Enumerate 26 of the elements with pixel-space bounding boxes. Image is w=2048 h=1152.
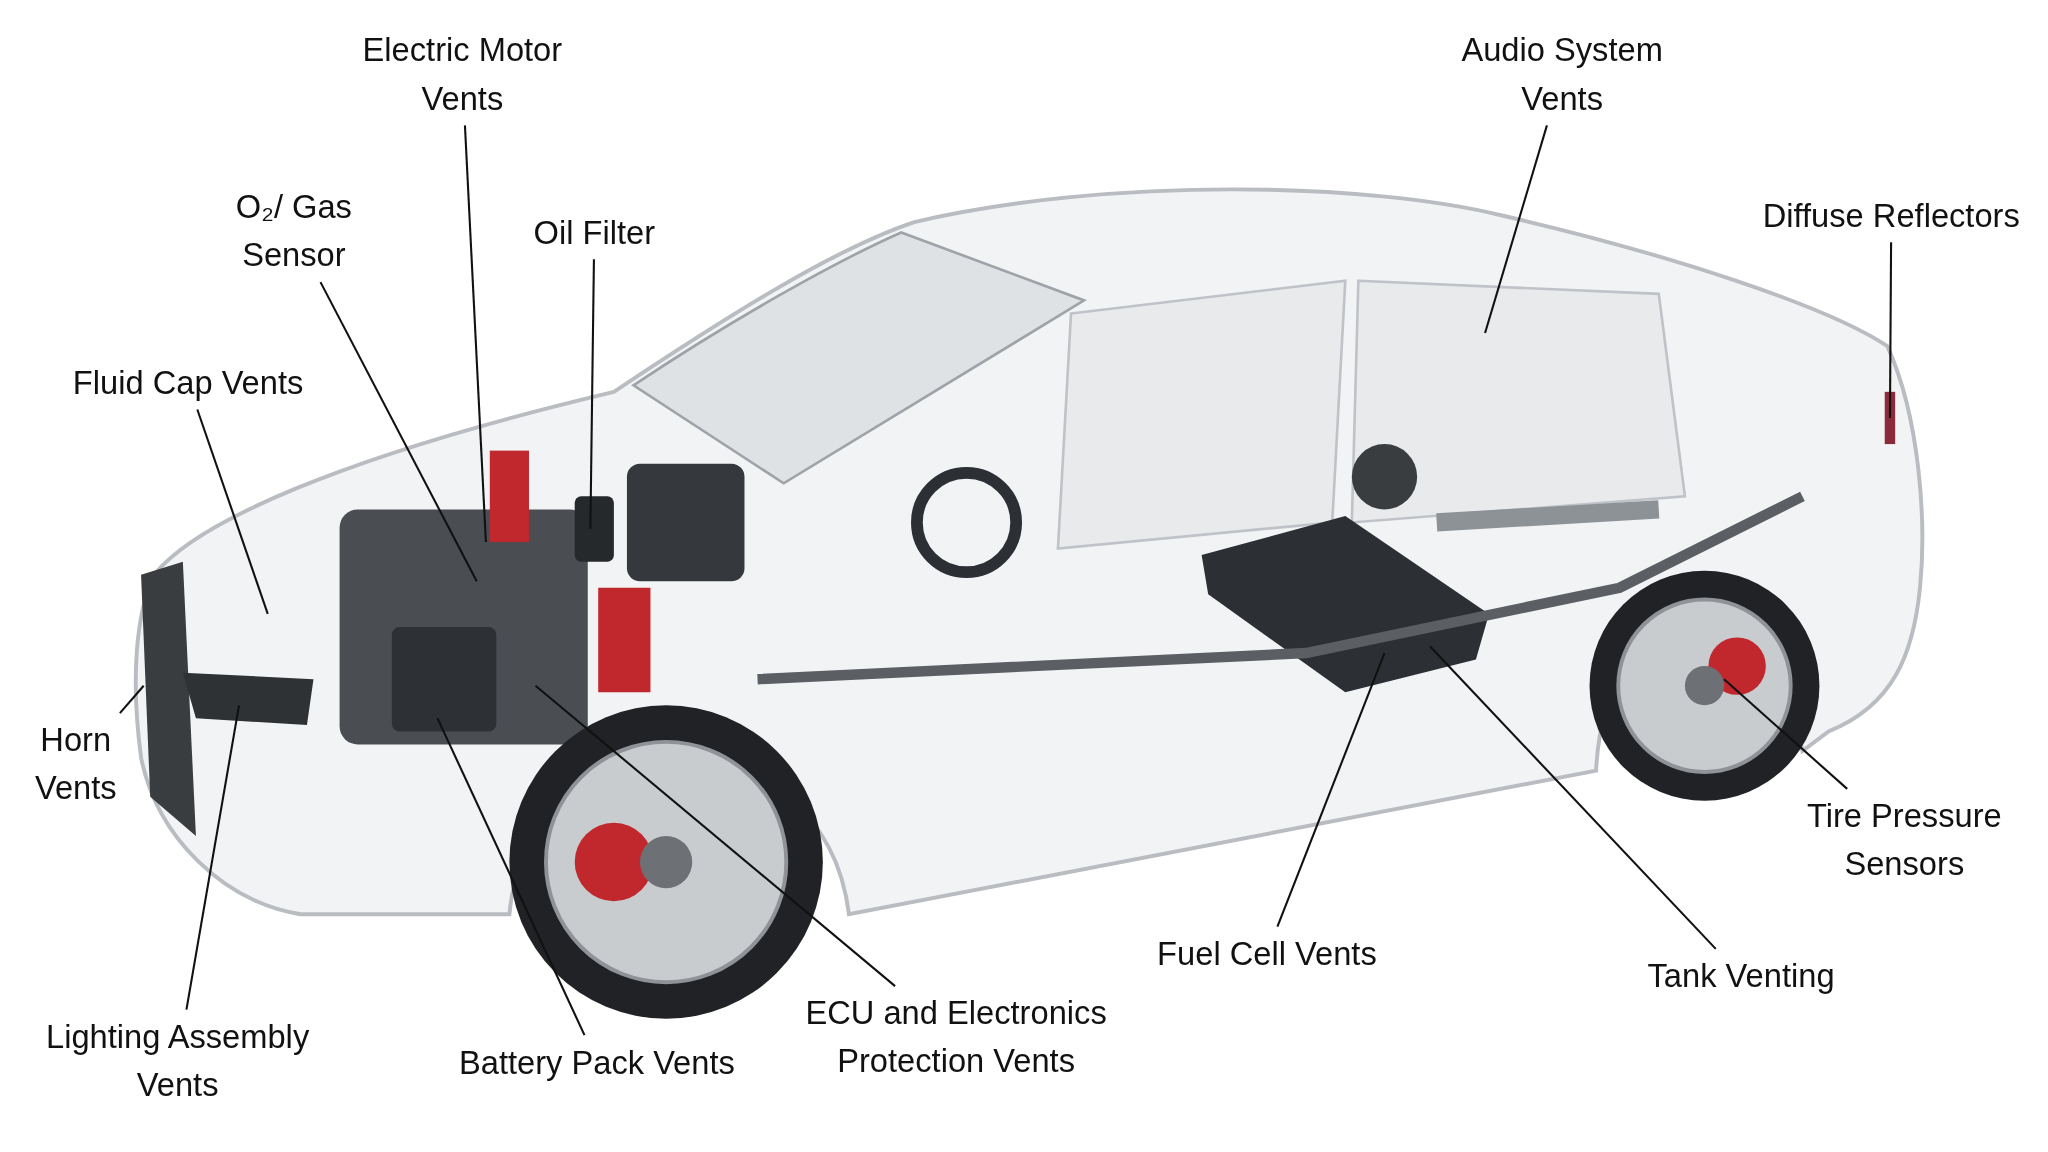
leader-line	[119, 685, 145, 714]
callout-label: Battery Pack Vents	[433, 1037, 761, 1087]
callout-label: Electric Motor Vents	[338, 26, 587, 123]
callout-label: Tank Venting	[1623, 951, 1859, 1000]
leader-line	[436, 717, 586, 1036]
leader-line	[534, 684, 896, 987]
leader-line	[319, 281, 478, 582]
leader-line	[1888, 242, 1893, 418]
callout-label: Audio System Vents	[1444, 26, 1680, 123]
callout-label: Tire Pressure Sensors	[1786, 791, 2022, 889]
callout-label: Fuel Cell Vents	[1136, 929, 1398, 978]
callout-label: O₂/ Gas Sensor	[215, 182, 373, 280]
callout-label: ECU and Electronics Protection Vents	[786, 988, 1126, 1086]
leader-line	[196, 409, 269, 615]
callout-label: Diffuse Reflectors	[1741, 191, 2042, 240]
leader-line	[463, 125, 487, 543]
leader-line	[1429, 645, 1717, 950]
leader-line	[1484, 125, 1548, 334]
callout-label: Fluid Cap Vents	[50, 358, 326, 407]
leader-line	[1276, 652, 1386, 928]
leader-line	[185, 705, 241, 1010]
leader-line	[1723, 678, 1848, 790]
leader-line	[589, 259, 595, 529]
callout-label: Lighting Assembly Vents	[20, 1012, 335, 1109]
callout-label: Oil Filter	[502, 208, 686, 257]
callout-label: Horn Vents	[23, 715, 128, 813]
